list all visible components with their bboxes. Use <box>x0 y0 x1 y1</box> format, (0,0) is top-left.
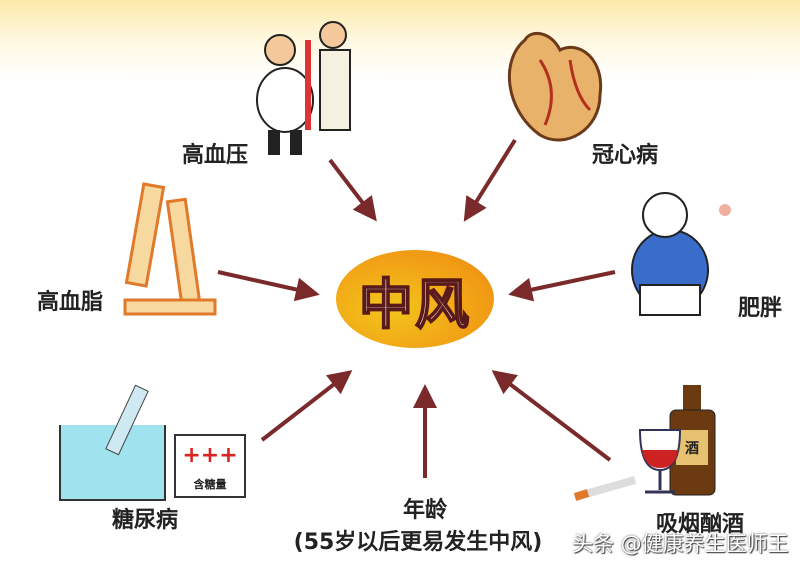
glucose-card: +++ 含糖量 <box>174 434 246 498</box>
label-age: 年龄 <box>402 498 448 523</box>
wine-bottle-illustration: 酒 <box>669 385 716 496</box>
watermark: 头条 @健康养生医师王 <box>572 532 789 556</box>
arrow-obesity <box>508 270 616 302</box>
label-hypertension: 高血压 <box>181 143 249 168</box>
wine-glass-illustration <box>638 429 682 494</box>
hypertension-illustration <box>256 21 351 155</box>
label-coronary: 冠心病 <box>591 143 659 168</box>
arrow-coronary <box>463 138 517 222</box>
beaker-illustration <box>59 384 166 501</box>
glucose-mark: +++ <box>182 443 237 468</box>
center-label: 中风 <box>358 272 471 337</box>
arrow-smoking <box>491 370 612 462</box>
arrow-hyperlipidemia <box>217 270 320 302</box>
label-age-note: (55岁以后更易发生中风) <box>293 530 543 555</box>
arrow-diabetes <box>260 370 353 442</box>
label-diabetes: 糖尿病 <box>111 508 179 533</box>
stroke-center-node: 中风 <box>336 250 494 348</box>
heart-illustration <box>507 31 603 142</box>
bottle-label: 酒 <box>685 441 699 457</box>
bone-illustration <box>123 182 217 316</box>
arrow-hypertension <box>328 158 377 222</box>
cigarette-illustration <box>573 476 637 501</box>
glucose-caption: 含糖量 <box>193 477 227 491</box>
label-hyperlipidemia: 高血脂 <box>36 290 104 315</box>
label-obesity: 肥胖 <box>737 296 783 321</box>
top-gradient-band <box>0 0 800 80</box>
label-smoking: 吸烟酗酒 <box>655 512 745 537</box>
obese-person-illustration <box>631 192 731 316</box>
